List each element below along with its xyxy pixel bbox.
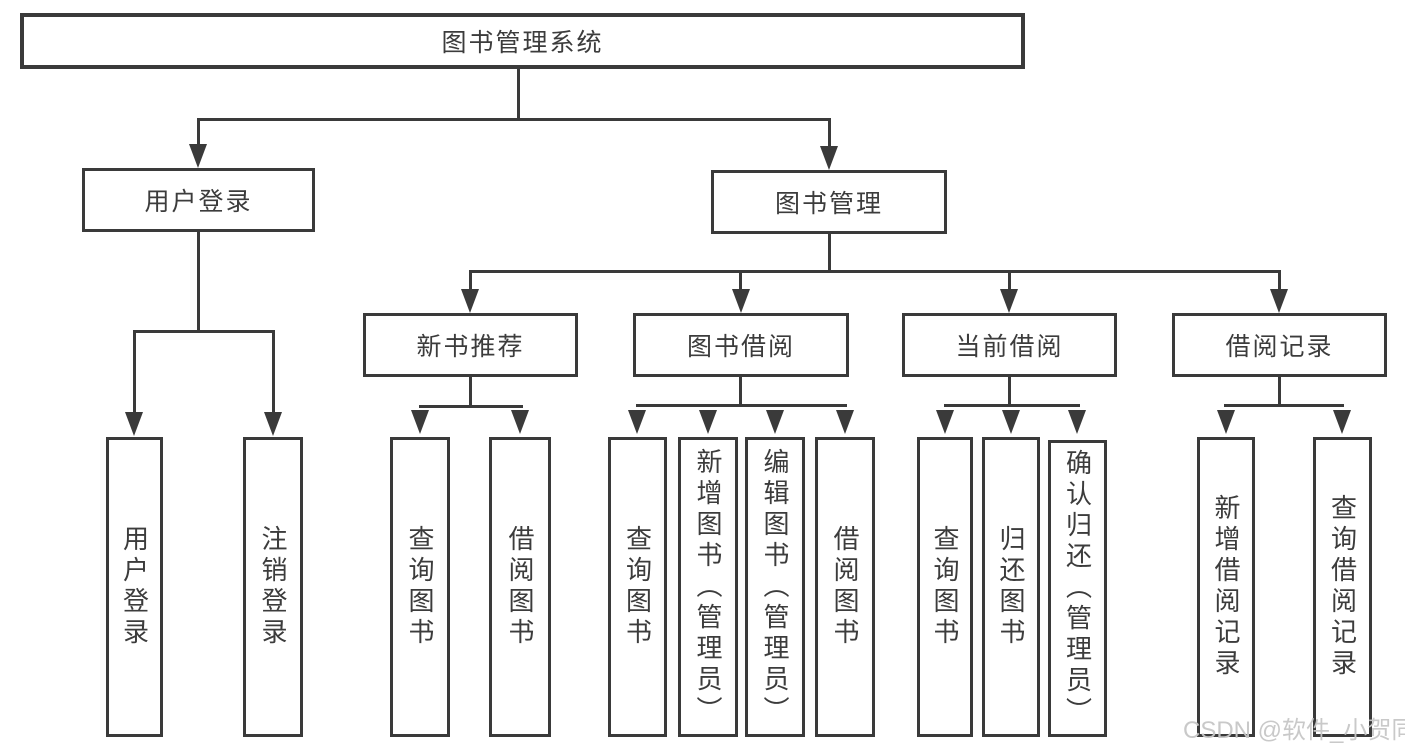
connector-line	[1224, 404, 1344, 407]
arrow-down-icon	[820, 146, 838, 170]
connector-line	[419, 405, 523, 408]
arrow-down-icon	[1270, 289, 1288, 313]
connector-line	[133, 330, 275, 333]
connector-line	[133, 330, 136, 414]
connector-line	[739, 377, 742, 407]
node-current-borrowing-label: 当前借阅	[955, 333, 1064, 361]
leaf-borrowing-edit-books-admin-label: 编辑图书（管理员）	[760, 447, 790, 727]
connector-line	[1278, 377, 1281, 407]
arrow-down-icon	[1002, 410, 1020, 434]
node-current-borrowing: 当前借阅	[902, 313, 1117, 377]
leaf-records-add-record-label: 新增借阅记录	[1211, 494, 1241, 680]
leaf-borrowing-query-books: 查询图书	[608, 437, 667, 737]
arrow-down-icon	[461, 289, 479, 313]
node-book-management-label: 图书管理	[774, 190, 883, 218]
leaf-current-confirm-return-admin: 确认归还（管理员）	[1048, 440, 1107, 737]
node-borrow-records-label: 借阅记录	[1225, 333, 1334, 361]
arrow-down-icon	[1217, 410, 1235, 434]
arrow-down-icon	[411, 410, 429, 434]
leaf-borrowing-edit-books-admin: 编辑图书（管理员）	[745, 437, 805, 737]
arrow-down-icon	[766, 410, 784, 434]
arrow-down-icon	[936, 410, 954, 434]
node-new-book-recommend-label: 新书推荐	[416, 333, 525, 361]
connector-line	[197, 232, 200, 332]
arrow-down-icon	[699, 410, 717, 434]
node-user-login: 用户登录	[82, 168, 315, 232]
node-borrow-records: 借阅记录	[1172, 313, 1387, 377]
leaf-recommend-borrow-books: 借阅图书	[489, 437, 551, 737]
leaf-borrowing-borrow-books: 借阅图书	[815, 437, 875, 737]
leaf-user-login: 用户登录	[106, 437, 163, 737]
node-library-system-label: 图书管理系统	[441, 29, 604, 57]
arrow-down-icon	[732, 289, 750, 313]
arrow-down-icon	[264, 412, 282, 436]
arrow-down-icon	[1068, 410, 1086, 434]
leaf-borrowing-borrow-books-label: 借阅图书	[830, 525, 860, 649]
connector-line	[197, 118, 831, 121]
node-book-borrowing: 图书借阅	[633, 313, 849, 377]
connector-line	[469, 270, 1281, 273]
connector-line	[636, 404, 847, 407]
connector-line	[1278, 270, 1281, 290]
leaf-current-query-books: 查询图书	[917, 437, 973, 737]
arrow-down-icon	[1333, 410, 1351, 434]
connector-line	[517, 68, 520, 120]
leaf-records-query-record: 查询借阅记录	[1313, 437, 1372, 737]
connector-line	[1008, 377, 1011, 407]
arrow-down-icon	[836, 410, 854, 434]
leaf-records-query-record-label: 查询借阅记录	[1327, 494, 1358, 680]
arrow-down-icon	[511, 410, 529, 434]
leaf-current-confirm-return-admin-label: 确认归还（管理员）	[1062, 449, 1093, 728]
node-user-login-label: 用户登录	[144, 188, 253, 216]
connector-line	[469, 377, 472, 408]
leaf-current-return-books-label: 归还图书	[996, 525, 1026, 649]
connector-line	[197, 118, 200, 146]
arrow-down-icon	[1000, 289, 1018, 313]
connector-line	[944, 404, 1080, 407]
connector-line	[739, 270, 742, 290]
connector-line	[828, 233, 831, 273]
leaf-borrowing-query-books-label: 查询图书	[622, 525, 653, 649]
watermark: CSDN @软件_小贺同学	[1183, 717, 1405, 744]
connector-line	[469, 270, 472, 290]
node-library-system: 图书管理系统	[20, 13, 1025, 69]
leaf-borrowing-add-books-admin-label: 新增图书（管理员）	[693, 447, 723, 727]
leaf-logout-label: 注销登录	[258, 525, 288, 649]
leaf-recommend-query-books: 查询图书	[390, 437, 450, 737]
node-new-book-recommend: 新书推荐	[363, 313, 578, 377]
arrow-down-icon	[125, 412, 143, 436]
leaf-records-add-record: 新增借阅记录	[1197, 437, 1255, 737]
connector-line	[1008, 270, 1011, 290]
leaf-current-query-books-label: 查询图书	[930, 525, 960, 649]
connector-line	[272, 330, 275, 414]
leaf-borrowing-add-books-admin: 新增图书（管理员）	[678, 437, 738, 737]
arrow-down-icon	[189, 144, 207, 168]
arrow-down-icon	[628, 410, 646, 434]
leaf-user-login-label: 用户登录	[119, 525, 150, 649]
leaf-current-return-books: 归还图书	[982, 437, 1040, 737]
connector-line	[828, 118, 831, 146]
node-book-borrowing-label: 图书借阅	[686, 333, 795, 361]
leaf-recommend-query-books-label: 查询图书	[405, 525, 435, 649]
leaf-recommend-borrow-books-label: 借阅图书	[505, 525, 535, 649]
leaf-logout: 注销登录	[243, 437, 303, 737]
node-book-management: 图书管理	[711, 170, 947, 234]
